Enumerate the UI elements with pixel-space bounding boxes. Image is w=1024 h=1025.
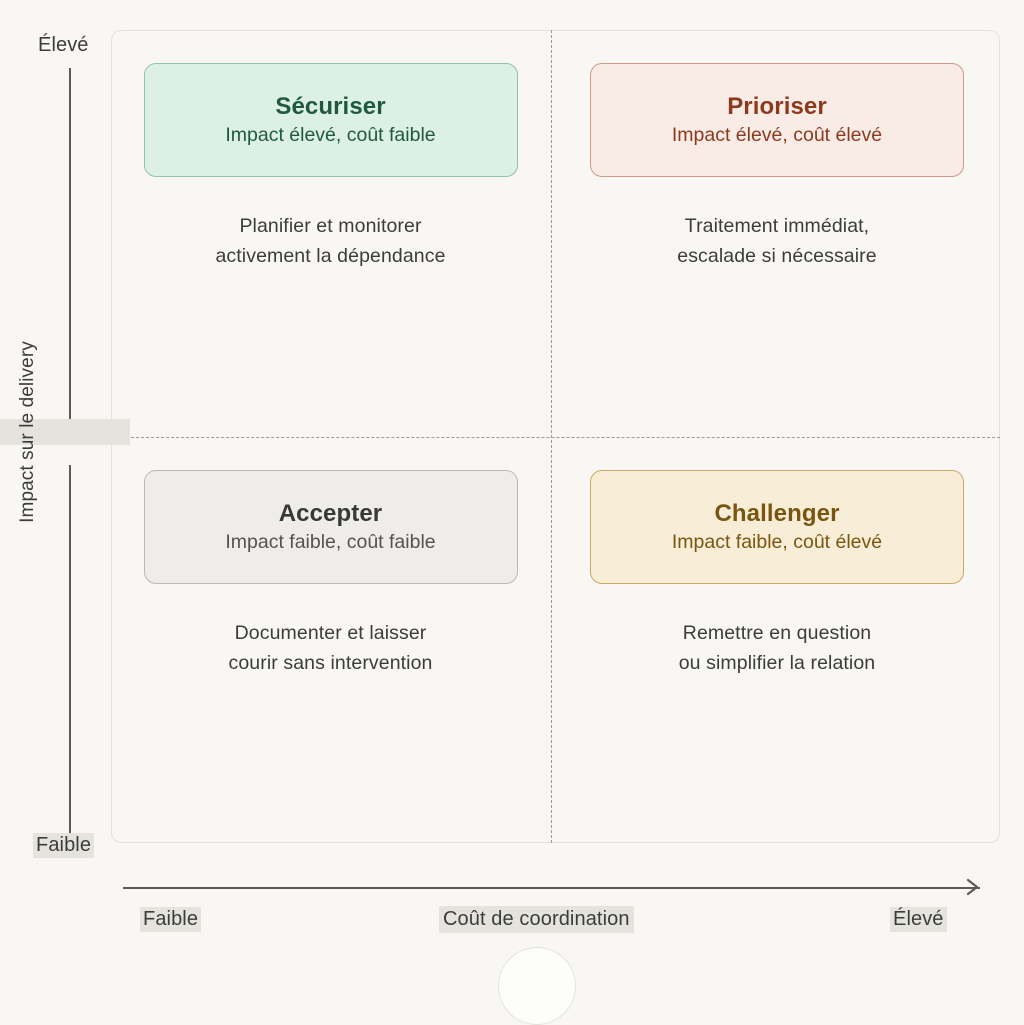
- quadrant-description: Traitement immédiat, escalade si nécessa…: [677, 211, 876, 271]
- quadrant-title: Sécuriser: [275, 92, 386, 120]
- y-axis-tick-high: Élevé: [38, 34, 89, 56]
- y-axis-tick-low: Faible: [33, 833, 95, 858]
- impact-cost-matrix: Sécuriser Impact élevé, coût faible Plan…: [0, 30, 1000, 1025]
- vertical-divider: [551, 30, 552, 843]
- quadrant-description-line2: activement la dépendance: [215, 245, 446, 268]
- quadrant-card-securiser[interactable]: Sécuriser Impact élevé, coût faible: [143, 63, 518, 177]
- quadrant-subtitle: Impact faible, coût faible: [225, 531, 436, 554]
- horizontal-divider: [111, 437, 1000, 438]
- x-axis-tick-low: Faible: [140, 907, 202, 932]
- quadrant-subtitle: Impact faible, coût élevé: [671, 531, 883, 554]
- y-axis-line-upper: [69, 68, 71, 429]
- y-axis-label: Impact sur le delivery: [0, 341, 130, 523]
- bottom-circle-decoration: [498, 947, 576, 1025]
- quadrant-title: Challenger: [714, 499, 840, 527]
- quadrant-securiser[interactable]: Sécuriser Impact élevé, coût faible Plan…: [111, 30, 551, 437]
- quadrant-prioriser[interactable]: Prioriser Impact élevé, coût élevé Trait…: [551, 30, 1000, 437]
- quadrant-challenger[interactable]: Challenger Impact faible, coût élevé Rem…: [551, 437, 1000, 843]
- quadrant-description-line1: Documenter et laisser: [234, 622, 427, 644]
- quadrant-description-line2: courir sans intervention: [228, 652, 433, 675]
- quadrant-description-line2: escalade si nécessaire: [677, 245, 877, 268]
- quadrant-description: Planifier et monitorer activement la dép…: [215, 211, 445, 271]
- quadrant-description-line1: Traitement immédiat,: [684, 215, 870, 237]
- quadrant-card-challenger[interactable]: Challenger Impact faible, coût élevé: [590, 470, 964, 584]
- quadrant-title: Prioriser: [727, 92, 827, 120]
- x-axis-line: [123, 887, 980, 889]
- arrow-right-icon: [966, 878, 984, 896]
- quadrant-card-accepter[interactable]: Accepter Impact faible, coût faible: [143, 470, 518, 584]
- quadrant-accepter[interactable]: Accepter Impact faible, coût faible Docu…: [111, 437, 551, 843]
- quadrant-description-line1: Planifier et monitorer: [239, 215, 422, 237]
- quadrant-description-line1: Remettre en question: [682, 622, 872, 644]
- y-axis-line-lower: [69, 465, 71, 833]
- quadrant-description: Documenter et laisser courir sans interv…: [229, 618, 433, 678]
- quadrant-title: Accepter: [278, 499, 383, 527]
- quadrant-subtitle: Impact élevé, coût élevé: [671, 124, 883, 147]
- quadrant-subtitle: Impact élevé, coût faible: [225, 124, 436, 147]
- quadrant-description: Remettre en question ou simplifier la re…: [679, 618, 876, 678]
- quadrant-card-prioriser[interactable]: Prioriser Impact élevé, coût élevé: [590, 63, 964, 177]
- quadrant-description-line2: ou simplifier la relation: [678, 652, 876, 675]
- x-axis-tick-high: Élevé: [890, 907, 947, 932]
- x-axis-label: Coût de coordination: [439, 906, 634, 933]
